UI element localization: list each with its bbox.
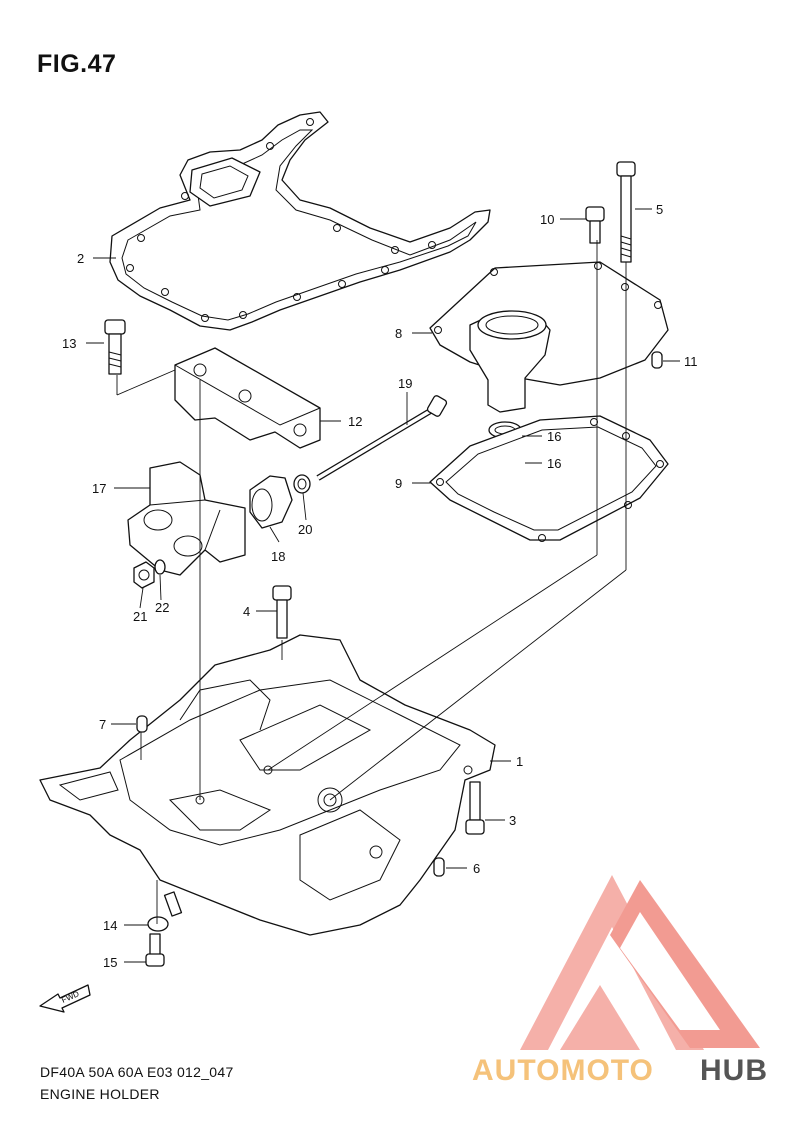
bolt-13: [104, 319, 126, 375]
callout-16-upper: 16: [547, 429, 561, 444]
engine-holder-1: [39, 634, 496, 936]
watermark-part2: HUB: [700, 1054, 768, 1087]
bolt-4: [272, 585, 292, 639]
dowel-pin-7: [136, 715, 148, 733]
alignment-lines: [116, 240, 627, 924]
forward-arrow-icon: FWD: [39, 984, 91, 1013]
callout-20: 20: [298, 522, 312, 537]
bracket-12: [174, 347, 321, 449]
fitting-14: [147, 891, 183, 932]
callout-10: 10: [540, 212, 554, 227]
callout-15: 15: [103, 955, 117, 970]
cover-8: [429, 261, 669, 413]
callout-17: 17: [92, 481, 106, 496]
callout-1: 1: [516, 754, 523, 769]
mount-17: [127, 461, 246, 576]
callout-9: 9: [395, 476, 402, 491]
callout-18: 18: [271, 549, 285, 564]
callout-13: 13: [62, 336, 76, 351]
bushing-18: [249, 475, 293, 529]
footer-code: DF40A 50A 60A E03 012_047: [40, 1064, 234, 1080]
nut-21: [133, 561, 155, 589]
callout-8: 8: [395, 326, 402, 341]
callout-21: 21: [133, 609, 147, 624]
footer-name: ENGINE HOLDER: [40, 1086, 160, 1102]
callout-labels: 2 13 12 17 18 20 21 22 4 7 1 3 6 14 15 1…: [62, 202, 698, 970]
watermark-part1: AUTOMOTO: [472, 1054, 654, 1087]
dowel-pin-6: [433, 857, 445, 877]
callout-4: 4: [243, 604, 250, 619]
watermark-logo-icon: [520, 875, 760, 1050]
callout-22: 22: [155, 600, 169, 615]
bolt-3: [465, 781, 485, 835]
dowel-pin-11: [651, 351, 663, 369]
callout-12: 12: [348, 414, 362, 429]
callout-2: 2: [77, 251, 84, 266]
leader-lines: [86, 208, 680, 963]
figure-title: FIG.47: [37, 50, 117, 78]
bolt-10: [585, 206, 605, 244]
bolt-15: [145, 933, 165, 967]
callout-6: 6: [473, 861, 480, 876]
washer-20: [293, 474, 311, 494]
callout-19: 19: [398, 376, 412, 391]
watermark-text: AUTOMOTO HUB: [472, 1054, 768, 1087]
bolt-19: [316, 395, 448, 481]
callout-5: 5: [656, 202, 663, 217]
bolt-5: [616, 161, 636, 263]
gasket-2: [109, 111, 491, 331]
callout-16-lower: 16: [547, 456, 561, 471]
callout-14: 14: [103, 918, 117, 933]
washer-22: [154, 559, 166, 575]
callout-3: 3: [509, 813, 516, 828]
callout-11: 11: [684, 354, 698, 369]
callout-7: 7: [99, 717, 106, 732]
